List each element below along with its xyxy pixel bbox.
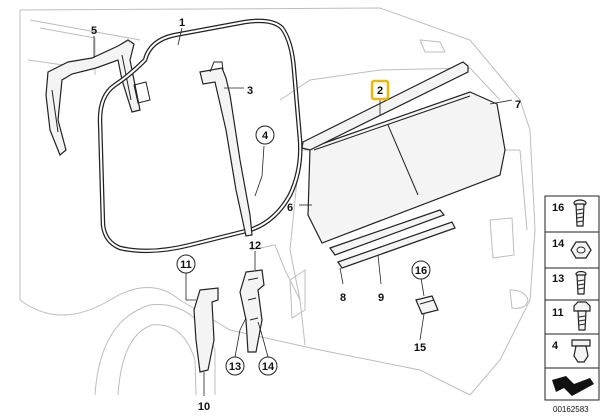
callout-11: 11: [176, 254, 196, 274]
callout-number: 12: [249, 240, 261, 252]
callout-number: 9: [378, 292, 384, 304]
legend-label-3: 13: [552, 273, 564, 285]
callout-circle: [225, 356, 245, 376]
callout-number: 10: [198, 401, 210, 413]
clip-icon: [571, 339, 591, 363]
callout-circle: [255, 125, 275, 145]
callout-number: 14: [262, 361, 275, 373]
legend-label-1: 16: [552, 202, 564, 214]
callout-8: 8: [340, 292, 346, 304]
callout-number: 2: [377, 85, 383, 97]
callout-number: 15: [414, 342, 426, 354]
pillar-trim-part: [45, 39, 141, 156]
document-id: 00162583: [553, 405, 589, 414]
callout-15: 15: [414, 342, 426, 354]
callout-number: 13: [229, 361, 241, 373]
door-seal-part: [97, 18, 303, 254]
callout-number: 11: [180, 259, 192, 271]
callout-number: 16: [415, 265, 427, 277]
callout-number: 4: [262, 130, 269, 142]
callout-16: 16: [411, 260, 431, 280]
callout-13: 13: [225, 356, 245, 376]
callout-4: 4: [255, 125, 275, 145]
hex-bolt-icon: [573, 301, 591, 331]
callout-5: 5: [91, 25, 97, 37]
callout-number: 3: [247, 85, 253, 97]
fastener-legend: 16 14 13 11 4: [544, 195, 600, 414]
fastener-kit-icon: [552, 376, 594, 396]
callout-10: 10: [198, 401, 210, 413]
nut-icon: [570, 241, 592, 259]
bracket-part-12: [239, 269, 265, 353]
callout-number: 8: [340, 292, 346, 304]
callout-7: 7: [515, 99, 521, 111]
legend-label-2: 14: [552, 238, 565, 250]
callout-14: 14: [258, 356, 278, 376]
screw-icon: [573, 199, 587, 227]
callout-number: 6: [287, 202, 293, 214]
upper-seal-strip-part: [301, 61, 469, 151]
callout-1: 1: [179, 17, 185, 29]
callout-6: 6: [287, 202, 293, 214]
bracket-part-10: [193, 287, 219, 373]
callout-highlight-box: [370, 79, 390, 101]
callout-12: 12: [249, 240, 261, 252]
callout-number: 7: [515, 99, 521, 111]
callout-3: 3: [247, 85, 253, 97]
callout-2: 2: [370, 79, 390, 101]
legend-label-5: 4: [552, 340, 559, 352]
callout-number: 1: [179, 17, 185, 29]
callout-circle: [411, 260, 431, 280]
callout-circle: [176, 254, 196, 274]
leader-lines: [93, 27, 513, 396]
callout-circle: [258, 356, 278, 376]
lower-seal-part: [329, 209, 456, 269]
callout-9: 9: [378, 292, 384, 304]
legend-label-4: 11: [552, 307, 564, 319]
bolt-icon: [575, 270, 587, 295]
rear-window-part: [307, 91, 506, 244]
callout-number: 5: [91, 25, 97, 37]
pillar-strip-part: [199, 61, 253, 237]
tailgate-clip-part: [415, 295, 439, 315]
